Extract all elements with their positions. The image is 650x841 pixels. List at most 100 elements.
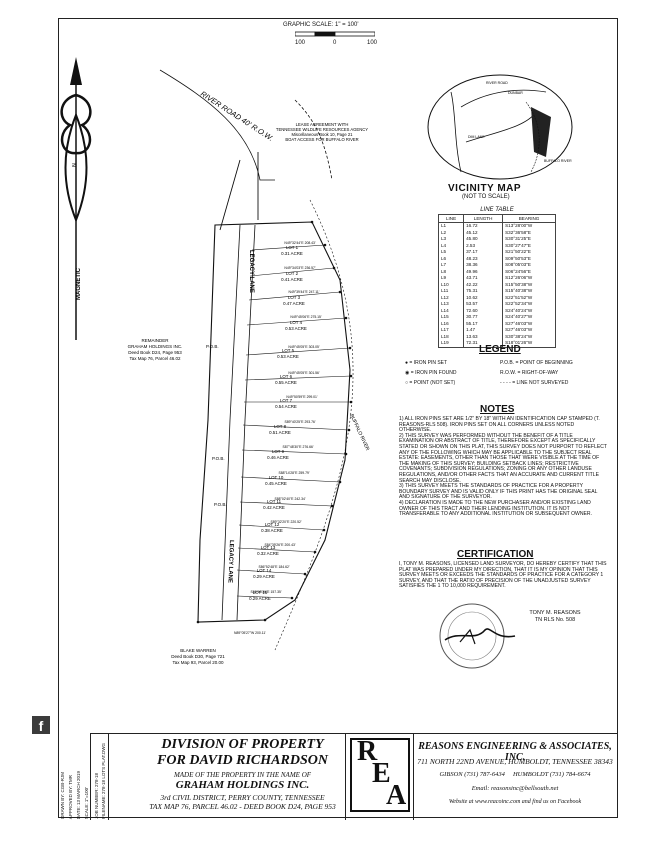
lot-area: 0.29 ACRE: [253, 574, 275, 579]
legend-item: ○ = POINT (NOT SET): [405, 380, 495, 386]
bearing-label: N49°45'05"E 301.56': [288, 371, 320, 375]
bearing-label: S84°39'26"E 200.43': [264, 543, 295, 547]
line-table-cell: L13: [437, 301, 465, 308]
side-field: DRAWN BY: CGB-RJM: [60, 772, 65, 819]
pob-label: P.O.B.: [206, 344, 219, 349]
lot-name: LOT 11: [267, 499, 282, 504]
line-table-cell: L6: [437, 255, 465, 262]
line-table-cell: S08°05'03"E: [502, 262, 556, 269]
lot-area: 0.54 ACRE: [275, 404, 297, 409]
lease-note-line: Miscellaneous Book 10, Page 21: [292, 132, 354, 137]
lot-name: LOT 3: [288, 295, 301, 300]
lane-label-upper: LEGACY LANE: [248, 250, 254, 293]
logo-letter: R: [357, 736, 378, 767]
legend-item: - - - - = LINE NOT SURVEYED: [500, 380, 610, 386]
line-table-cell: S15°40'38"W: [502, 288, 556, 295]
vicinity-map-title: VICINITY MAP: [448, 183, 522, 194]
line-table-cell: 75.31: [463, 288, 504, 295]
line-table-cell: L10: [437, 281, 465, 288]
line-table-cell: S15°50'38"W: [502, 281, 556, 288]
lease-note-line: BOAT ACCESS FOR BUFFALO RIVER: [285, 137, 358, 142]
bearing-label: N49°32'44"E 208.43': [284, 241, 316, 245]
lot-name: LOT 2: [286, 271, 299, 276]
legend-text: = IRON PIN SET: [409, 360, 448, 366]
graphic-scale-bar: [295, 31, 375, 37]
firm-email: Email: reasonsinc@bellsouth.net: [471, 785, 559, 792]
bearing-label: S89°40'25"E 293.76': [284, 420, 315, 424]
line-table-cell: L2: [437, 229, 465, 236]
legend-symbol: ○: [405, 380, 409, 386]
line-table-header: LINE LENGTH BEARING: [437, 214, 556, 223]
line-table-cell: S24°40'24"W: [502, 307, 556, 314]
line-table-cell: S06°24'56"E: [502, 268, 556, 275]
made-of: MADE OF THE PROPERTY IN THE NAME OF: [173, 771, 312, 779]
line-table-cell: S27°46'03"W: [502, 327, 556, 334]
line-table-cell: L19: [437, 340, 465, 348]
adjoiner-line: BLAKE WARREN: [180, 648, 216, 653]
vicinity-label: DUNBAR: [508, 91, 523, 95]
title-block: [90, 733, 618, 821]
line-table-cell: 42.22: [463, 281, 504, 288]
line-table-cell: L4: [437, 242, 465, 249]
scale-tick: 100: [367, 40, 378, 46]
legend-text: = POINT OF BEGINNING: [515, 360, 573, 366]
pob-markers: P.O.B. P.O.B. P.O.B.: [206, 344, 227, 507]
legend-symbol: P.O.B.: [500, 360, 515, 366]
note-item: 1) ALL IRON PINS SET ARE 1/2" BY 18" WIT…: [399, 416, 600, 434]
division-title-line: DIVISION OF PROPERTY: [161, 737, 324, 752]
note-item: 2) THIS SURVEY WAS PERFORMED WITHOUT THE…: [399, 432, 607, 484]
line-table-cell: 45.80: [463, 236, 504, 243]
legend-symbol: ●: [405, 360, 409, 366]
firm-address: 711 NORTH 22ND AVENUE, HUMBOLDT, TENNESS…: [417, 757, 613, 766]
plat-drawing: RIVER ROAD 40' R.O.W. LEASE AGREEMENT WI…: [128, 69, 370, 665]
bearing-label: S87°48'30"E 276.66': [282, 445, 313, 449]
line-table-cell: 2.53: [463, 242, 504, 249]
bearing-label: S86°52'48"E 184.62': [258, 565, 289, 569]
line-table-cell: L7: [437, 262, 465, 269]
rea-logo: R E A: [350, 736, 410, 812]
lot-name: LOT 4: [290, 320, 303, 325]
line-table-cell: 53.57: [463, 301, 504, 308]
legend-text: = RIGHT-OF-WAY: [517, 370, 559, 376]
line-table-cell: S30°38'24"W: [502, 333, 556, 340]
surveyor-name: TONY M. REASONS: [529, 610, 581, 616]
remainder-line: REMAINDER: [141, 338, 169, 343]
legend-item: ◉ = IRON PIN FOUND: [405, 370, 495, 376]
line-table-cell: L5: [437, 249, 465, 256]
north-arrow: N MAGNETIC: [60, 57, 92, 340]
line-table-cell: S12°26'06"W: [502, 275, 556, 282]
column-header: LINE: [437, 214, 465, 223]
scale-tick: 100: [295, 40, 306, 46]
road-label: RIVER ROAD 40' R.O.W.: [199, 89, 275, 143]
legend-item: R.O.W. = RIGHT-OF-WAY: [500, 370, 610, 376]
lot-area: 0.47 ACRE: [283, 301, 305, 306]
drawing-border: [58, 18, 618, 818]
lot-labels: LOT 1 0.31 ACRE LOT 2 0.41 ACRE LOT 3 0.…: [249, 245, 307, 601]
logo-letter: A: [386, 780, 407, 811]
line-table-cell: L3: [437, 236, 465, 243]
lot-name: LOT 7: [280, 398, 293, 403]
column-header: BEARING: [502, 214, 556, 223]
line-table-cell: L11: [437, 288, 465, 295]
certification-text: I, TONY M. REASONS, LICENSED LAND SURVEY…: [399, 561, 607, 590]
firm-website: Website at www.reacoinc.com and find us …: [448, 799, 582, 805]
lot-area: 0.55 ACRE: [275, 380, 297, 385]
lot-area: 0.53 ACRE: [277, 354, 299, 359]
bearing-label: N49°39'44"E 247.11': [289, 290, 320, 294]
lot-name: LOT 12: [265, 522, 280, 527]
line-table-cell: 16.72: [463, 222, 504, 230]
line-table-cell: 30.77: [463, 314, 504, 321]
lot-name: LOT 14: [257, 568, 272, 573]
certification-title: CERTIFICATION: [457, 549, 534, 560]
line-table-cell: S22°52'34"W: [502, 301, 556, 308]
bearing-label: N49°34'03"E 236.57': [284, 266, 316, 270]
